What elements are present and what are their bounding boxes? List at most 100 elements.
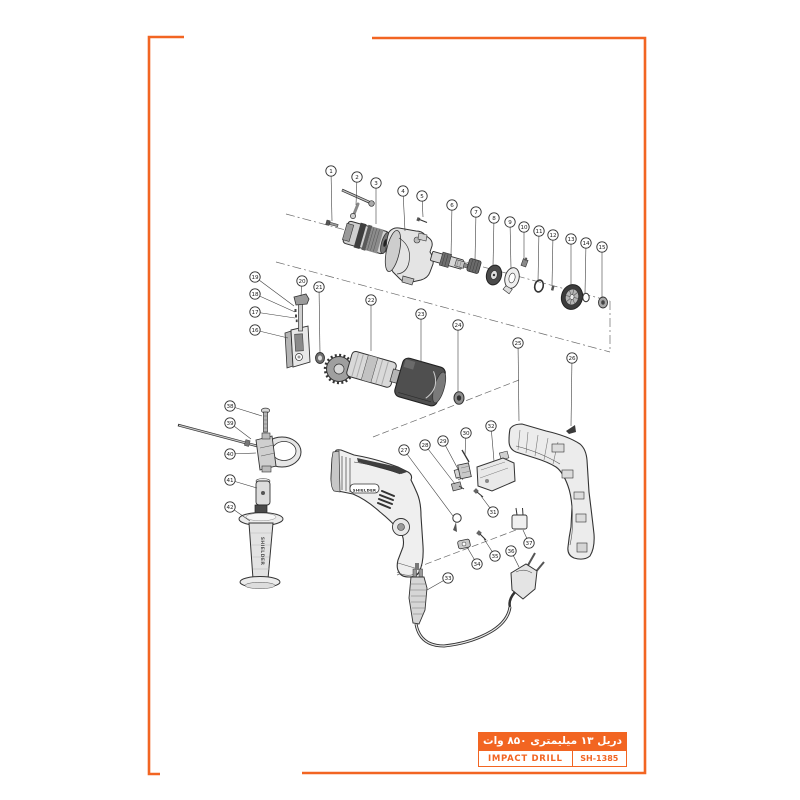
part-fan: [560, 284, 584, 310]
part-nut-15: [598, 296, 608, 309]
svg-text:35: 35: [491, 554, 499, 560]
part-screw-31: [473, 488, 484, 498]
leader-line-9: [509, 221, 512, 269]
part-pin-12: [550, 285, 555, 291]
part-sleeve: [466, 258, 482, 274]
callout-41: 41: [224, 474, 236, 486]
part-depth-rod: [177, 423, 262, 449]
callout-13: 13: [565, 233, 577, 245]
model-number: SH-1385: [580, 754, 619, 763]
part-side-handle: [238, 504, 284, 589]
leader-line-32: [490, 425, 495, 462]
part-power-cord: [408, 563, 512, 648]
callout-4: 4: [397, 185, 409, 197]
svg-text:33: 33: [444, 576, 452, 582]
leader-line-16: [254, 329, 289, 339]
svg-text:20: 20: [298, 279, 306, 285]
title-row: IMPACT DRILL SH-1385: [478, 750, 627, 767]
part-stator: [394, 357, 447, 407]
callout-40: 40: [224, 448, 236, 460]
svg-text:13: 13: [567, 237, 575, 243]
svg-text:36: 36: [507, 549, 515, 555]
callout-6: 6: [446, 199, 458, 211]
body-brand-label: SHIELDER: [353, 488, 376, 493]
callout-25: 25: [512, 337, 524, 349]
callout-39: 39: [224, 417, 236, 429]
part-chuck-key: [341, 188, 375, 219]
part-spindle: [430, 251, 469, 270]
part-chuck: [342, 220, 391, 255]
part-terminal-28: [450, 481, 465, 492]
leader-line-18: [254, 293, 296, 313]
leader-line-1: [330, 170, 333, 222]
part-clamp-ring: [255, 432, 302, 473]
callout-16: 16: [249, 324, 261, 336]
callout-24: 24: [452, 319, 464, 331]
frame-left: [147, 35, 184, 776]
callout-20: 20: [296, 275, 308, 287]
part-key-27: [452, 513, 462, 532]
svg-text:11: 11: [535, 229, 543, 235]
callout-27: 27: [398, 444, 410, 456]
part-plug: [508, 552, 545, 608]
leader-line-17: [254, 311, 296, 319]
part-screw-35: [476, 530, 487, 541]
callout-7: 7: [470, 206, 482, 218]
product-name-en: IMPACT DRILL: [479, 751, 573, 766]
part-clip-26: [566, 425, 576, 434]
part-housing-right: [508, 423, 595, 560]
callout-1: 1: [325, 165, 337, 177]
leader-line-6: [450, 204, 453, 257]
svg-text:18: 18: [251, 292, 259, 298]
part-trigger-switch: [476, 450, 516, 492]
callout-17: 17: [249, 306, 261, 318]
leader-line-19: [254, 276, 295, 307]
callout-15: 15: [596, 241, 608, 253]
callout-22: 22: [365, 294, 377, 306]
part-brush-30: [457, 449, 472, 480]
leader-line-7: [474, 211, 477, 261]
callout-36: 36: [505, 545, 517, 557]
part-screw-38: [260, 407, 271, 433]
part-nut-24: [453, 391, 465, 405]
callout-34: 34: [471, 558, 483, 570]
parts-layer: [177, 188, 608, 648]
svg-text:28: 28: [421, 443, 429, 449]
svg-text:21: 21: [315, 285, 323, 291]
svg-text:27: 27: [400, 448, 408, 454]
axis-line-middle: [275, 261, 611, 353]
svg-text:9: 9: [508, 220, 512, 226]
callout-5: 5: [416, 190, 428, 202]
svg-text:29: 29: [439, 439, 447, 445]
part-armature: [323, 350, 410, 388]
construction-lines: [275, 213, 611, 576]
leader-line-21: [318, 286, 321, 354]
callout-31: 31: [487, 506, 499, 518]
svg-text:15: 15: [598, 245, 606, 251]
part-oring: [533, 279, 545, 293]
leader-line-26: [570, 357, 573, 427]
part-nut-21: [315, 352, 325, 364]
callout-26: 26: [566, 352, 578, 364]
svg-text:19: 19: [251, 275, 259, 281]
callout-11: 11: [533, 225, 545, 237]
callout-9: 9: [504, 216, 516, 228]
callout-35: 35: [489, 550, 501, 562]
leader-line-29: [442, 440, 460, 472]
part-ring-14: [582, 292, 590, 303]
part-bearing: [485, 264, 503, 286]
frame-right: [302, 36, 647, 775]
callout-10: 10: [518, 221, 530, 233]
axis-line-lower-top: [372, 379, 520, 438]
part-screw-1: [325, 219, 339, 228]
callout-38: 38: [224, 400, 236, 412]
page-frame: [147, 35, 647, 776]
part-plate: [502, 267, 520, 295]
callout-28: 28: [419, 439, 431, 451]
svg-text:2: 2: [355, 175, 359, 181]
callout-23: 23: [415, 308, 427, 320]
part-capacitor: [511, 507, 528, 530]
leader-line-11: [537, 230, 540, 282]
svg-text:23: 23: [417, 312, 425, 318]
part-connector-41: [255, 478, 271, 506]
